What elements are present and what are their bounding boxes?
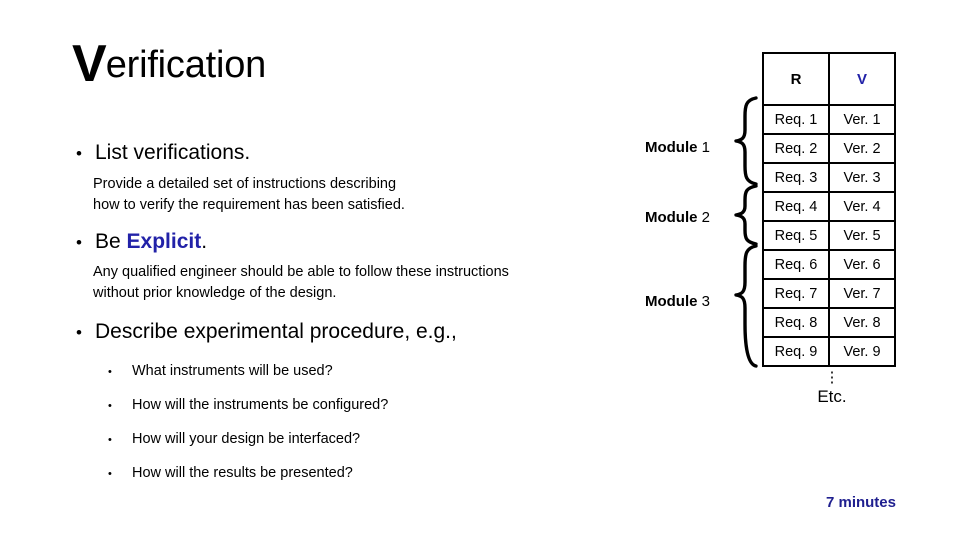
table-row: Req. 1 Ver. 1: [762, 104, 896, 135]
module-label-3: Module 3: [600, 293, 710, 310]
sub-bullet-label: How will the instruments be configured?: [132, 397, 389, 413]
table-cell-ver: Ver. 2: [828, 133, 896, 164]
etc-block: ⋮ Etc.: [810, 369, 854, 407]
bullet-detail-be-explicit: Any qualified engineer should be able to…: [93, 262, 509, 303]
table-cell-ver: Ver. 7: [828, 278, 896, 309]
brace-module-2: [734, 184, 758, 246]
table-row: Req. 3 Ver. 3: [762, 162, 896, 193]
table-row: Req. 8 Ver. 8: [762, 307, 896, 338]
page-title-rest: erification: [105, 44, 267, 86]
table-cell-ver: Ver. 8: [828, 307, 896, 338]
table-cell-ver: Ver. 4: [828, 191, 896, 222]
table-cell-ver: Ver. 3: [828, 162, 896, 193]
table-cell-req: Req. 9: [762, 336, 830, 367]
module-label-number: 1: [701, 139, 710, 156]
module-label-name: Module: [644, 209, 698, 226]
detail-line: Provide a detailed set of instructions d…: [93, 176, 397, 192]
sub-bullet-marker-icon: •: [108, 366, 112, 378]
table-cell-req: Req. 6: [762, 249, 830, 280]
requirements-verifications-table: R V Req. 1 Ver. 1 Req. 2 Ver. 2 Req. 3 V…: [762, 52, 896, 367]
sub-bullet-item-instruments-used: • What instruments will be used?: [108, 363, 333, 379]
sub-bullet-item-instruments-configured: • How will the instruments be configured…: [108, 397, 388, 413]
table-header-v: V: [828, 52, 896, 106]
table-cell-req: Req. 1: [762, 104, 830, 135]
bullet-label: Be Explicit.: [95, 230, 207, 254]
brace-module-1: [734, 96, 758, 186]
sub-bullet-item-results-presented: • How will the results be presented?: [108, 465, 353, 481]
brace-module-3: [734, 244, 758, 368]
table-row: Req. 2 Ver. 2: [762, 133, 896, 164]
vertical-ellipsis-icon: ⋮: [824, 369, 840, 386]
table-cell-req: Req. 8: [762, 307, 830, 338]
bullet-label: Describe experimental procedure, e.g.,: [95, 320, 457, 343]
detail-line: without prior knowledge of the design.: [93, 284, 337, 301]
bullet-marker-icon: •: [76, 233, 82, 252]
table-row: Req. 9 Ver. 9: [762, 336, 896, 367]
table-cell-req: Req. 2: [762, 133, 830, 164]
table-cell-ver: Ver. 5: [828, 220, 896, 251]
etc-label: Etc.: [817, 386, 847, 406]
bullet-detail-list-verifications: Provide a detailed set of instructions d…: [93, 174, 405, 215]
sub-bullet-item-design-interfaced: • How will your design be interfaced?: [108, 431, 360, 447]
bullet-item-list-verifications: • List verifications.: [76, 141, 250, 165]
table-cell-req: Req. 5: [762, 220, 830, 251]
table-cell-req: Req. 4: [762, 191, 830, 222]
sub-bullet-marker-icon: •: [108, 400, 112, 412]
module-grouping-braces: [734, 96, 758, 368]
bullet-marker-icon: •: [76, 144, 82, 163]
module-label-name: Module: [644, 139, 698, 156]
sub-bullet-marker-icon: •: [108, 468, 112, 480]
bullet-label-suffix: .: [201, 230, 208, 253]
sub-bullet-label: How will your design be interfaced?: [132, 431, 361, 447]
detail-line: how to verify the requirement has been s…: [93, 196, 405, 213]
bullet-item-be-explicit: • Be Explicit.: [76, 230, 207, 254]
module-label-name: Module: [644, 293, 698, 310]
table-cell-req: Req. 7: [762, 278, 830, 309]
sub-bullet-label: How will the results be presented?: [132, 465, 353, 481]
table-header-r: R: [762, 52, 830, 106]
module-label-number: 3: [701, 293, 710, 310]
page-title: Verification: [72, 38, 267, 90]
table-row: Req. 6 Ver. 6: [762, 249, 896, 280]
page-title-dropcap: V: [72, 35, 107, 93]
table-row: Req. 5 Ver. 5: [762, 220, 896, 251]
bullet-label-prefix: Be: [95, 230, 127, 253]
timing-note: 7 minutes: [825, 494, 896, 511]
bullet-label: List verifications.: [95, 141, 251, 164]
bullet-label-emphasis: Explicit: [126, 230, 202, 253]
detail-line: Any qualified engineer should be able to…: [93, 264, 509, 280]
table-cell-ver: Ver. 9: [828, 336, 896, 367]
table-cell-ver: Ver. 1: [828, 104, 896, 135]
table-header-row: R V: [762, 52, 896, 106]
table-row: Req. 7 Ver. 7: [762, 278, 896, 309]
module-label-2: Module 2: [600, 209, 710, 226]
bullet-item-describe-procedure: • Describe experimental procedure, e.g.,: [76, 320, 457, 344]
module-label-1: Module 1: [600, 139, 710, 156]
bullet-marker-icon: •: [76, 323, 82, 342]
module-label-number: 2: [701, 209, 710, 226]
table-row: Req. 4 Ver. 4: [762, 191, 896, 222]
table-cell-ver: Ver. 6: [828, 249, 896, 280]
sub-bullet-label: What instruments will be used?: [132, 363, 333, 379]
table-cell-req: Req. 3: [762, 162, 830, 193]
sub-bullet-marker-icon: •: [108, 434, 112, 446]
